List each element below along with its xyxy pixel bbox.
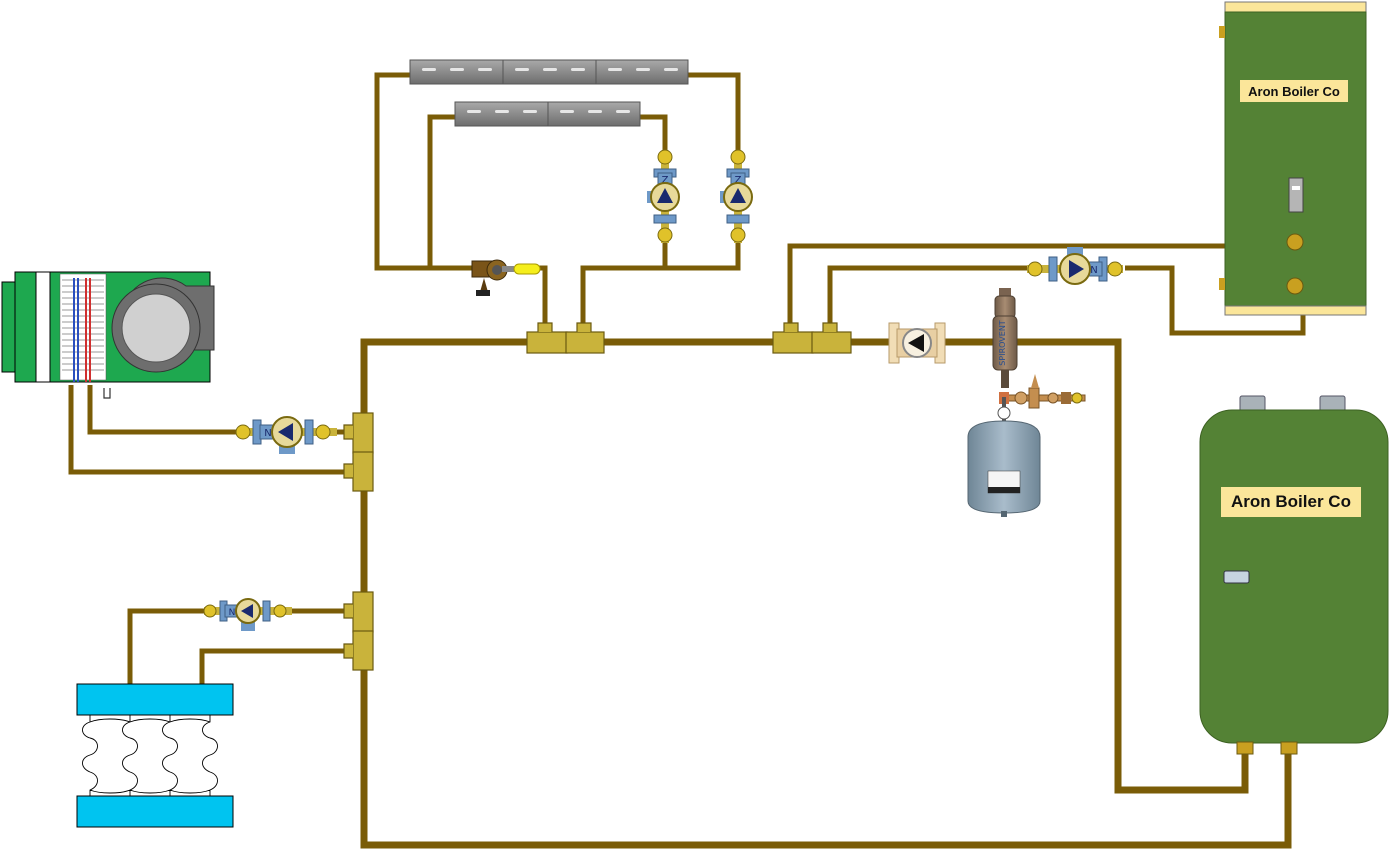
zone-pump-radiant[interactable]: N bbox=[203, 598, 292, 631]
indirect-return-pipe bbox=[827, 265, 1306, 336]
tee-indirect-2 bbox=[811, 331, 852, 354]
svg-text:N: N bbox=[264, 428, 271, 439]
tee-radiant-1 bbox=[352, 591, 374, 633]
tee-air-handler-2 bbox=[352, 451, 374, 492]
baseboard-outer-pipe bbox=[374, 72, 741, 325]
system-circulator[interactable] bbox=[888, 322, 946, 364]
tee-radiant-2 bbox=[352, 630, 374, 671]
indirect-tank-label: Aron Boiler Co bbox=[1240, 80, 1348, 102]
tee-baseboard-2 bbox=[565, 331, 605, 354]
fill-valve[interactable] bbox=[999, 374, 1086, 409]
zone-pump-baseboard-1[interactable]: Z bbox=[647, 149, 680, 243]
boiler bbox=[1199, 395, 1389, 755]
svg-text:N: N bbox=[229, 608, 236, 618]
tee-indirect-1 bbox=[772, 331, 814, 354]
baseboard-upper-row bbox=[409, 59, 689, 85]
baseboard-inner-pipe bbox=[427, 114, 668, 268]
baseboard-lower-row bbox=[454, 101, 641, 127]
main-loop-pipe bbox=[360, 338, 1292, 849]
air-dirt-separator: SPIROVENT bbox=[992, 288, 1018, 388]
piping bbox=[68, 72, 1306, 849]
svg-text:SPIROVENT: SPIROVENT bbox=[998, 320, 1007, 365]
zone-pump-baseboard-2[interactable]: Z bbox=[720, 149, 753, 243]
mixing-valve[interactable] bbox=[471, 259, 541, 296]
svg-text:N: N bbox=[1090, 265, 1097, 276]
radiant-pipe bbox=[127, 608, 345, 684]
tee-baseboard-1 bbox=[526, 331, 568, 354]
indirect-pump[interactable]: N bbox=[1027, 247, 1123, 285]
tee-fittings bbox=[343, 322, 852, 671]
svg-text:Z: Z bbox=[735, 175, 742, 186]
expansion-tank bbox=[967, 397, 1041, 517]
tee-air-handler-1 bbox=[352, 412, 374, 454]
air-handler bbox=[1, 271, 215, 399]
boiler-label: Aron Boiler Co bbox=[1221, 487, 1361, 517]
indirect-water-heater bbox=[1219, 1, 1367, 316]
zone-pump-air-handler[interactable]: N bbox=[235, 416, 337, 454]
indirect-supply-pipe bbox=[787, 243, 1297, 325]
radiant-panel bbox=[76, 683, 234, 828]
svg-text:Z: Z bbox=[662, 175, 669, 186]
